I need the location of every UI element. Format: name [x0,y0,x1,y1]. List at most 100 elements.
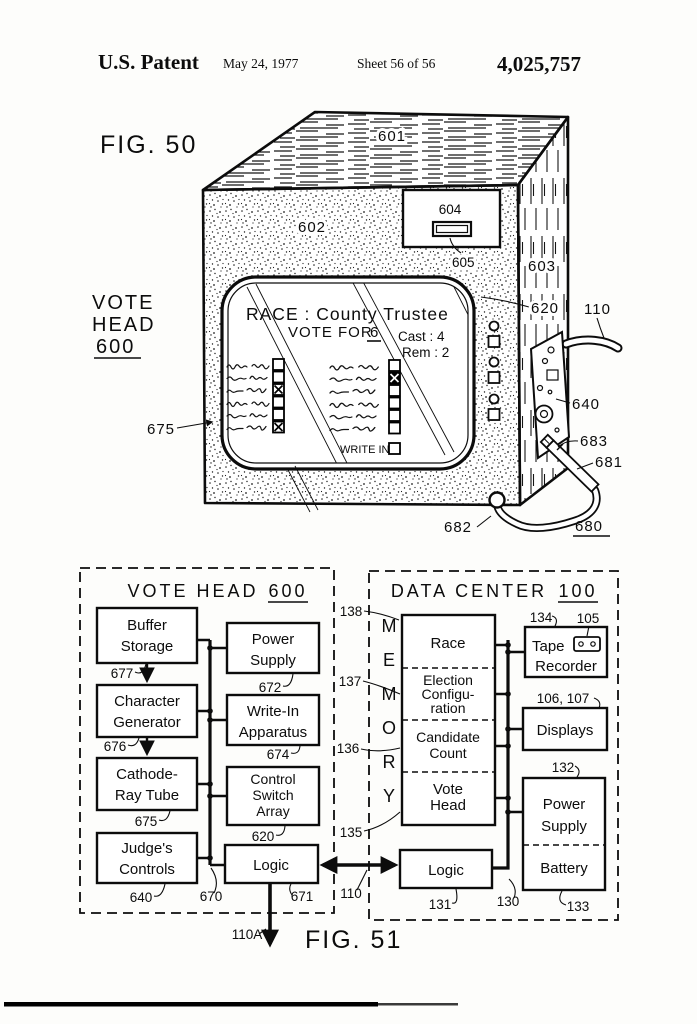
memory-section-label: ration [430,700,465,716]
vote-head-title: VOTE HEAD [127,581,258,601]
candidate-name-scribble [329,364,379,371]
block-label: Supply [541,818,587,835]
ref-675-arrow [176,419,214,429]
candidate-checkbox [272,408,285,421]
screen-cast-count: Cast : 4 [398,329,445,344]
ref-105: 105 [577,611,600,626]
glare-line [451,283,468,373]
patent-number: 4,025,757 [497,52,581,76]
block-label: Battery [540,860,588,877]
ref-605: 605 [452,255,475,270]
candidate-list-left [226,358,285,434]
ref-601: 601 [378,128,406,145]
indicator-lamp [488,320,500,332]
block-write-in-apparatus [225,693,321,747]
panel-hole [547,346,555,354]
slot-panel [401,188,502,249]
ref-672: 672 [259,680,282,695]
screen-bezel-inner [227,282,469,464]
cassette-reel [590,641,596,647]
page-header: U.S. Patent May 24, 1977 Sheet 56 of 56 … [98,50,581,76]
ref-620: 620 [531,300,559,317]
fig50-label: FIG. 50 [100,131,197,159]
junction-dot [505,795,511,801]
candidate-name-scribble [226,375,268,381]
cable-core [563,337,621,351]
stylus-assembly: 683 681 682 680 [444,433,622,537]
junction-dot [207,717,213,723]
ref-106-107: 106, 107 [537,691,590,706]
junction-dot [505,649,511,655]
card-slot [431,220,473,238]
leader-line [451,888,458,904]
write-in-label: WRITE IN [340,444,390,456]
candidate-name-scribble [329,376,377,382]
candidate-checkbox [272,370,285,384]
memory-section-label: Count [429,745,466,761]
cassette-reel [578,641,584,647]
ref-671: 671 [291,889,314,904]
ref-131: 131 [429,897,452,912]
ref-137: 137 [339,674,362,689]
memory-letter: E [383,650,395,670]
candidate-checkbox [388,421,401,435]
memory-section-label: Head [430,797,466,814]
bus-stubs [495,643,525,814]
switch-button [487,371,501,384]
junction-dot [207,708,213,714]
candidate-checkbox [272,358,285,371]
ref-675: 675 [147,421,175,438]
ref-620: 620 [252,829,275,844]
memory-letter: R [383,752,396,772]
ref-130: 130 [497,894,520,909]
data-center-title: DATA CENTER [391,581,547,601]
block-label: Displays [537,722,594,739]
vote-head-title-ref: 600 [268,581,307,601]
block-label: Ray Tube [115,787,179,804]
stylus-band [556,443,564,451]
leader-line [363,610,400,621]
data-cable-110: 110 [561,301,623,353]
ref-677: 677 [111,666,134,681]
junction-dot [207,855,213,861]
memory-section-label: Race [430,635,465,652]
leader-line [593,697,601,709]
ref-138: 138 [340,604,363,619]
leader-line [134,663,147,674]
panel-plate [529,330,571,460]
data-center-dashed-box [368,570,619,921]
ref-676: 676 [104,739,127,754]
leader-line [476,515,492,528]
junction-dot [505,691,511,697]
junction-dot [505,743,511,749]
ref-683: 683 [580,433,608,450]
switch-button [487,335,501,348]
leader-line [282,673,294,687]
switch-button [487,408,501,421]
leader-line [258,928,267,935]
block-control-switch-array [225,765,321,827]
candidate-name-scribble [226,425,267,431]
junction-dot [207,645,213,651]
ref-674: 674 [267,747,290,762]
block-label: Character [114,693,180,710]
candidate-checkbox [388,396,401,410]
ref-670: 670 [200,889,223,904]
judges-panel: 640 [529,330,599,460]
bus-stubs [197,638,227,867]
indicator-lamp [488,356,500,368]
ref-110: 110 [340,886,362,901]
block-label: Recorder [535,658,597,675]
cabinet-top-face-shading [203,112,568,190]
leader-line [127,737,140,747]
candidate-checkbox [388,384,401,397]
memory-section-label: Configu- [422,686,475,702]
fig51-block-diagram: VOTE HEAD 600 Buffer Storage Character G… [79,567,619,954]
leader-line [158,810,171,822]
junction-dot [505,642,511,648]
block-label: Generator [113,714,181,731]
checkbox-x-mark [389,373,400,383]
leader-line [480,296,530,308]
